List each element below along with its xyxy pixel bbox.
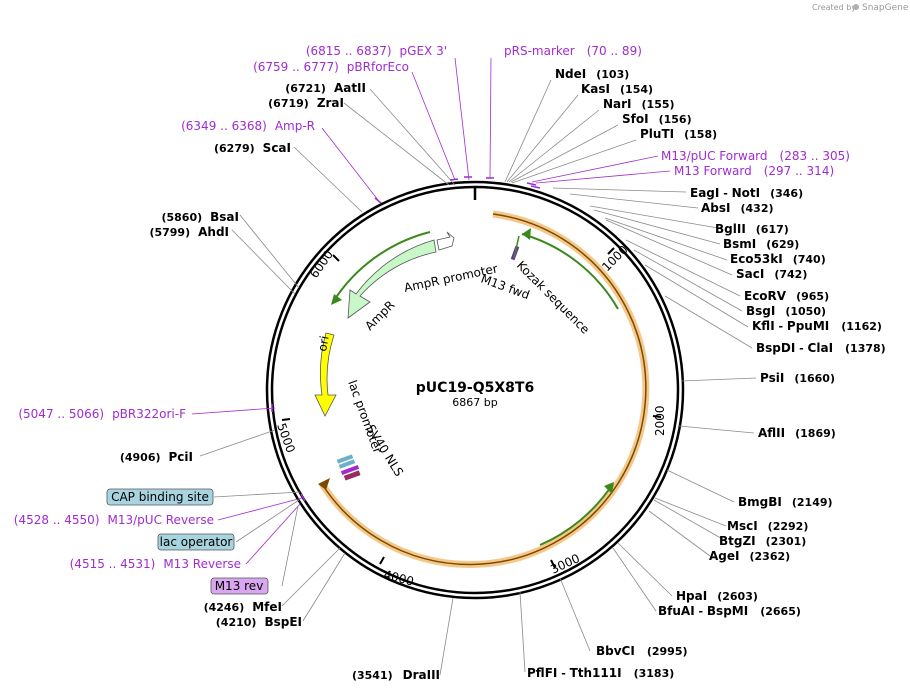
primer-pgex-3: (6815 .. 6837)pGEX 3' [306,44,447,58]
lac-region-features [336,454,361,481]
green-orf-arc-top [521,233,619,310]
primer-leader-lines [191,57,671,587]
backbone-outer [265,180,685,600]
enzyme-psii: PsiI(1660) [760,371,835,385]
enzyme-mfei: (4246)MfeI [204,600,282,614]
enzyme-saci: SacI(742) [736,267,807,281]
enzyme-eagi-noti: EagI - NotI(346) [690,186,803,200]
enzyme-kasi: KasI(154) [581,82,653,96]
enzyme-pcii: (4906)PciI [120,450,193,464]
green-orf-arrowhead-left [331,294,342,305]
enzyme-hpai: HpaI(2603) [676,589,758,603]
primer-labels: pRS-marker(70 .. 89) M13/pUC Forward(283… [14,44,850,571]
tick-marks [281,247,662,569]
primer-m13-puc-reverse: (4528 .. 4550)M13/pUC Reverse [14,513,214,527]
tick-label-6000: 6000 [307,248,336,281]
enzyme-msci: MscI(2292) [727,519,808,533]
enzyme-pflfi-tth111i: PflFI - Tth111I(3183) [527,666,674,680]
enzyme-bmgbi: BmgBI(2149) [738,495,833,509]
tick-label-4000: 4000 [382,567,415,588]
m13-rev-box [210,577,269,595]
orange-feature-arrowhead [318,478,330,490]
enzyme-bglii: BglII(617) [715,222,789,236]
enzyme-ecorv: EcoRV(965) [744,289,829,303]
enzyme-eco53ki: Eco53kI(740) [730,252,826,266]
lac-operator-label: lac operator [160,535,233,549]
enzyme-btgzi: BtgZI(2301) [719,534,806,548]
enzyme-aflii: AflII(1869) [758,426,836,440]
green-orf-arrowhead-bottom [604,482,614,494]
tick-label-2000: 2000 [653,405,667,436]
green-orf-arc-bottom [539,484,613,546]
orange-feature-line [321,213,647,566]
lac-operator-box [157,533,235,551]
ampr-feature [347,239,437,319]
watermark-prefix: Created by [812,3,856,12]
watermark-brand: SnapGene [862,3,909,13]
enzyme-bspei: (4210)BspEI [216,615,302,629]
enzyme-bfuai-bspmi: BfuAI - BspMI(2665) [658,604,801,618]
primer-pbrforeco: (6759 .. 6777)pBRforEco [253,60,409,74]
enzyme-aatii: (6721)AatII [285,81,366,95]
enzyme-scai: (6279)ScaI [214,141,291,155]
primer-site-marks [271,176,541,502]
green-orf-arc-left [332,231,431,303]
primer-prs-marker: pRS-marker(70 .. 89) [504,44,642,58]
enzyme-labels: NdeI(103) KasI(154) NarI(155) SfoI(156) … [120,67,886,682]
enzyme-agei: AgeI(2362) [709,549,790,563]
snapgene-logo-icon [853,4,859,10]
primer-m13-forward: M13 Forward(297 .. 314) [674,164,834,178]
ampr-promoter-feature [436,231,455,251]
feature-label-ori: ori [315,335,331,353]
enzyme-zrai: (6719)ZraI [268,96,344,110]
cap-binding-site-label: CAP binding site [111,490,209,504]
enzyme-leader-lines [199,79,757,676]
primer-amp-r: (6349 .. 6368)Amp-R [181,119,315,133]
primer-m13-puc-forward: M13/pUC Forward(283 .. 305) [661,149,850,163]
enzyme-bsgi: BsgI(1050) [746,304,826,318]
enzyme-bsai: (5860)BsaI [161,210,239,224]
enzyme-bsmi: BsmI(629) [723,237,799,251]
enzyme-bspdi-clai: BspDI - ClaI(1378) [756,341,886,355]
enzyme-ndei: NdeI(103) [555,67,629,81]
enzyme-sfoi: SfoI(156) [622,112,692,126]
enzyme-kfli-ppumi: KflI - PpuMI(1162) [752,319,882,333]
plasmid-name: pUC19-Q5X8T6 [416,380,534,396]
green-orf-arrowhead-top [522,228,531,240]
boxed-labels: CAP binding site lac operator M13 rev [106,488,269,595]
enzyme-draiii: (3541)DraIII [352,668,440,682]
primer-m13-reverse: (4515 .. 4531)M13 Reverse [70,557,241,571]
enzyme-nari: NarI(155) [603,97,675,111]
ori-feature [314,332,337,417]
m13-fwd-mark [513,235,520,259]
enzyme-absi: AbsI(432) [701,201,774,215]
cap-binding-site-box [106,488,214,506]
enzyme-ahdi: (5799)AhdI [149,225,229,239]
primer-pbr322ori-f: (5047 .. 5066)pBR322ori-F [18,407,186,421]
m13-rev-label: M13 rev [215,579,264,593]
enzyme-bbvci: BbvCI(2995) [596,644,688,658]
enzyme-pluti: PluTI(158) [640,127,717,141]
plasmid-length: 6867 bp [452,396,497,409]
